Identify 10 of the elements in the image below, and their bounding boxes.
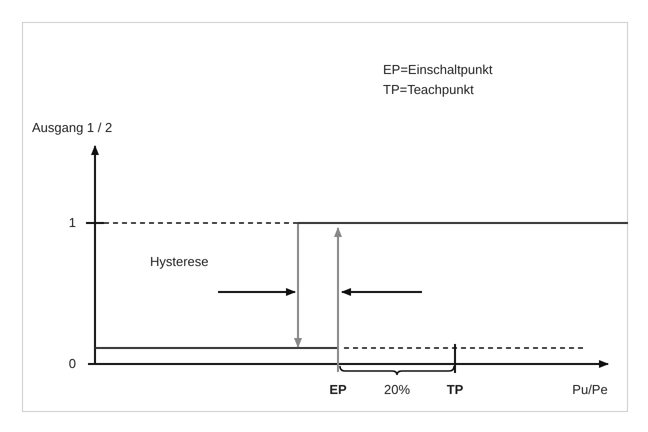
legend-note: EP=Einschaltpunkt bbox=[383, 62, 492, 78]
point-label: EP bbox=[329, 382, 347, 398]
point-label: TP bbox=[446, 382, 464, 398]
tick-label: 1 bbox=[68, 215, 76, 231]
legend-note: TP=Teachpunkt bbox=[383, 82, 474, 98]
tick-label: 0 bbox=[68, 356, 76, 372]
percent-label: 20% bbox=[384, 382, 410, 398]
axis-title: Pu/Pe bbox=[572, 382, 608, 398]
annotation: Hysterese bbox=[150, 254, 209, 270]
axis-title: Ausgang 1 / 2 bbox=[32, 120, 112, 136]
